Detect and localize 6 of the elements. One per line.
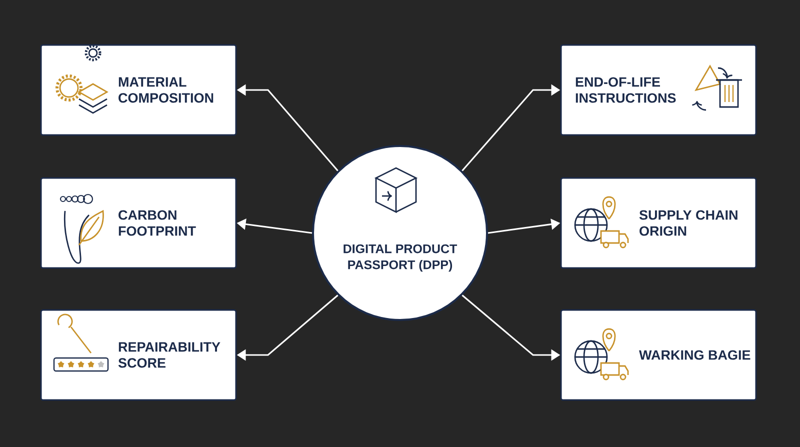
card: REPAIRABILITY SCORE	[40, 309, 237, 401]
card: SUPPLY CHAIN ORIGIN	[560, 177, 757, 269]
card: WARKING BAGIE	[560, 309, 757, 401]
card: MATERIAL COMPOSITION	[40, 44, 237, 136]
card: CARBON FOOTPRINT	[40, 177, 237, 269]
card: END-OF-LIFE INSTRUCTIONS	[560, 44, 757, 136]
